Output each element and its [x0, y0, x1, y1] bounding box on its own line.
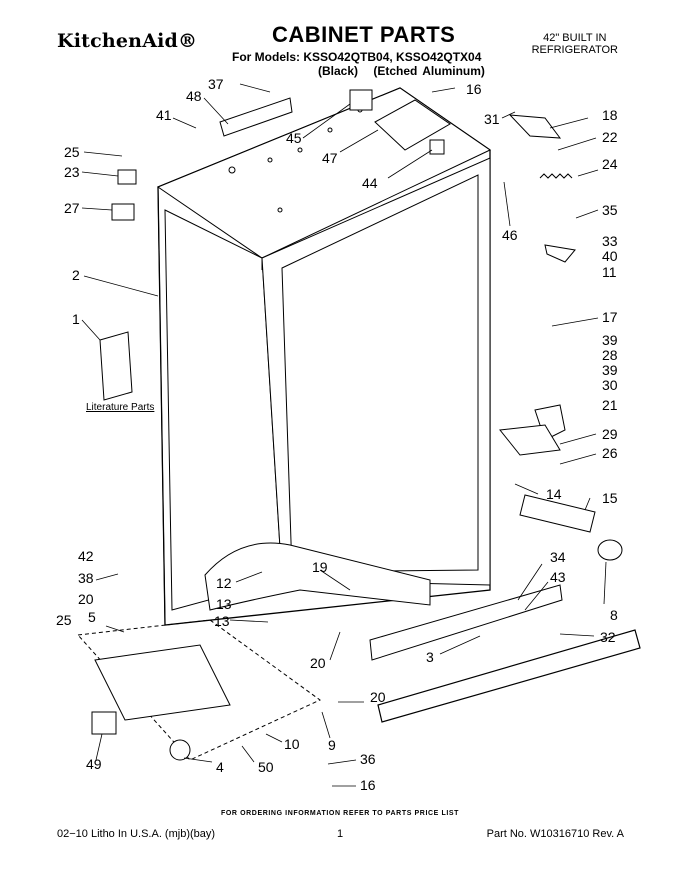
callout-32: 32	[600, 629, 616, 645]
callout-23: 23	[64, 164, 80, 180]
callout-5: 5	[88, 609, 96, 625]
door-closer	[519, 494, 596, 533]
callout-46: 46	[502, 227, 518, 243]
page-title: CABINET PARTS	[272, 22, 456, 47]
callout-4: 4	[216, 759, 224, 775]
spring-shape	[539, 173, 573, 179]
grille	[369, 584, 563, 661]
callout-31: 31	[484, 111, 500, 127]
callout-41: 41	[156, 107, 172, 123]
callout-34: 34	[550, 549, 566, 565]
callout-18: 18	[602, 107, 618, 123]
product-line-2: REFRIGERATOR	[531, 44, 618, 56]
callout-2: 2	[72, 267, 80, 283]
callout-42: 42	[78, 548, 94, 564]
kick-plate	[377, 629, 641, 723]
closer-cap	[597, 539, 623, 561]
callout-24: 24	[602, 156, 618, 172]
cabinet-shell	[156, 87, 491, 626]
callout-33: 33	[602, 233, 618, 249]
lower-hinge-29	[499, 424, 561, 456]
callout-50: 50	[258, 759, 274, 775]
variant-aluminum: (Etched Aluminum)	[373, 64, 485, 78]
callout-15: 15	[602, 490, 618, 506]
base-frame-box	[76, 619, 321, 761]
callout-9: 9	[328, 737, 336, 753]
callout-3: 3	[426, 649, 434, 665]
callout-22: 22	[602, 129, 618, 145]
product-type: 42" BUILT IN REFRIGERATOR	[532, 32, 618, 56]
callout-20-mid: 20	[310, 655, 326, 671]
callout-14: 14	[546, 486, 562, 502]
callout-40: 40	[602, 248, 618, 264]
callout-8: 8	[610, 607, 618, 623]
part-23-shape	[117, 169, 137, 185]
hinge-bracket-47	[374, 99, 451, 151]
callout-13-a: 13	[216, 596, 232, 612]
base-pan	[204, 542, 431, 611]
part-49-shape	[91, 711, 117, 735]
base-frame	[94, 644, 231, 721]
variant-black: (Black)	[318, 64, 359, 78]
literature-parts-label: Literature Parts	[86, 402, 155, 413]
callout-43: 43	[550, 569, 566, 585]
callout-25-top: 25	[64, 144, 80, 160]
callout-28: 28	[602, 347, 618, 363]
callout-1: 1	[72, 311, 80, 327]
callout-20-left: 20	[78, 591, 94, 607]
leader-lines	[81, 83, 607, 787]
part-45-shape	[349, 89, 373, 111]
part-number: Part No. W10316710 Rev. A	[486, 828, 624, 840]
callout-39-b: 39	[602, 362, 618, 378]
roller-shape	[169, 739, 191, 761]
part-44-shape	[429, 139, 445, 155]
callout-49: 49	[86, 756, 102, 772]
model-variants: (Black) (Etched Aluminum)	[318, 64, 495, 78]
part-27-shape	[111, 203, 135, 221]
literature-book	[99, 331, 133, 401]
callout-26: 26	[602, 445, 618, 461]
top-bracket	[219, 97, 293, 137]
page-number: 1	[337, 828, 344, 840]
callout-45: 45	[286, 130, 302, 146]
callout-17: 17	[602, 309, 618, 325]
callout-36: 36	[360, 751, 376, 767]
callout-21: 21	[602, 397, 618, 413]
callout-16-top: 16	[466, 81, 482, 97]
callout-30: 30	[602, 377, 618, 393]
callout-10: 10	[284, 736, 300, 752]
brand-logo: KitchenAid®	[57, 30, 198, 52]
model-numbers: For Models: KSSO42QTB04, KSSO42QTX04	[232, 50, 482, 64]
callout-25-bottom: 25	[56, 612, 72, 628]
top-hinge	[508, 114, 562, 139]
callout-20-right: 20	[370, 689, 386, 705]
callout-29: 29	[602, 426, 618, 442]
ordering-note: FOR ORDERING INFORMATION REFER TO PARTS …	[220, 810, 460, 817]
callout-12: 12	[216, 575, 232, 591]
callout-38: 38	[78, 570, 94, 586]
callout-16-bottom: 16	[360, 777, 376, 793]
callout-13-b: 13	[214, 613, 230, 629]
callout-44: 44	[362, 175, 378, 191]
callout-39-a: 39	[602, 332, 618, 348]
callout-35: 35	[602, 202, 618, 218]
callout-27: 27	[64, 200, 80, 216]
callout-19: 19	[312, 559, 328, 575]
bracket-33-shape	[544, 244, 576, 263]
callout-37: 37	[208, 76, 224, 92]
callout-47: 47	[322, 150, 338, 166]
product-line-1: 42" BUILT IN	[543, 32, 607, 44]
callout-11: 11	[602, 264, 617, 280]
litho-info: 02−10 Litho In U.S.A. (mjb)(bay)	[57, 828, 216, 840]
callout-48: 48	[186, 88, 202, 104]
